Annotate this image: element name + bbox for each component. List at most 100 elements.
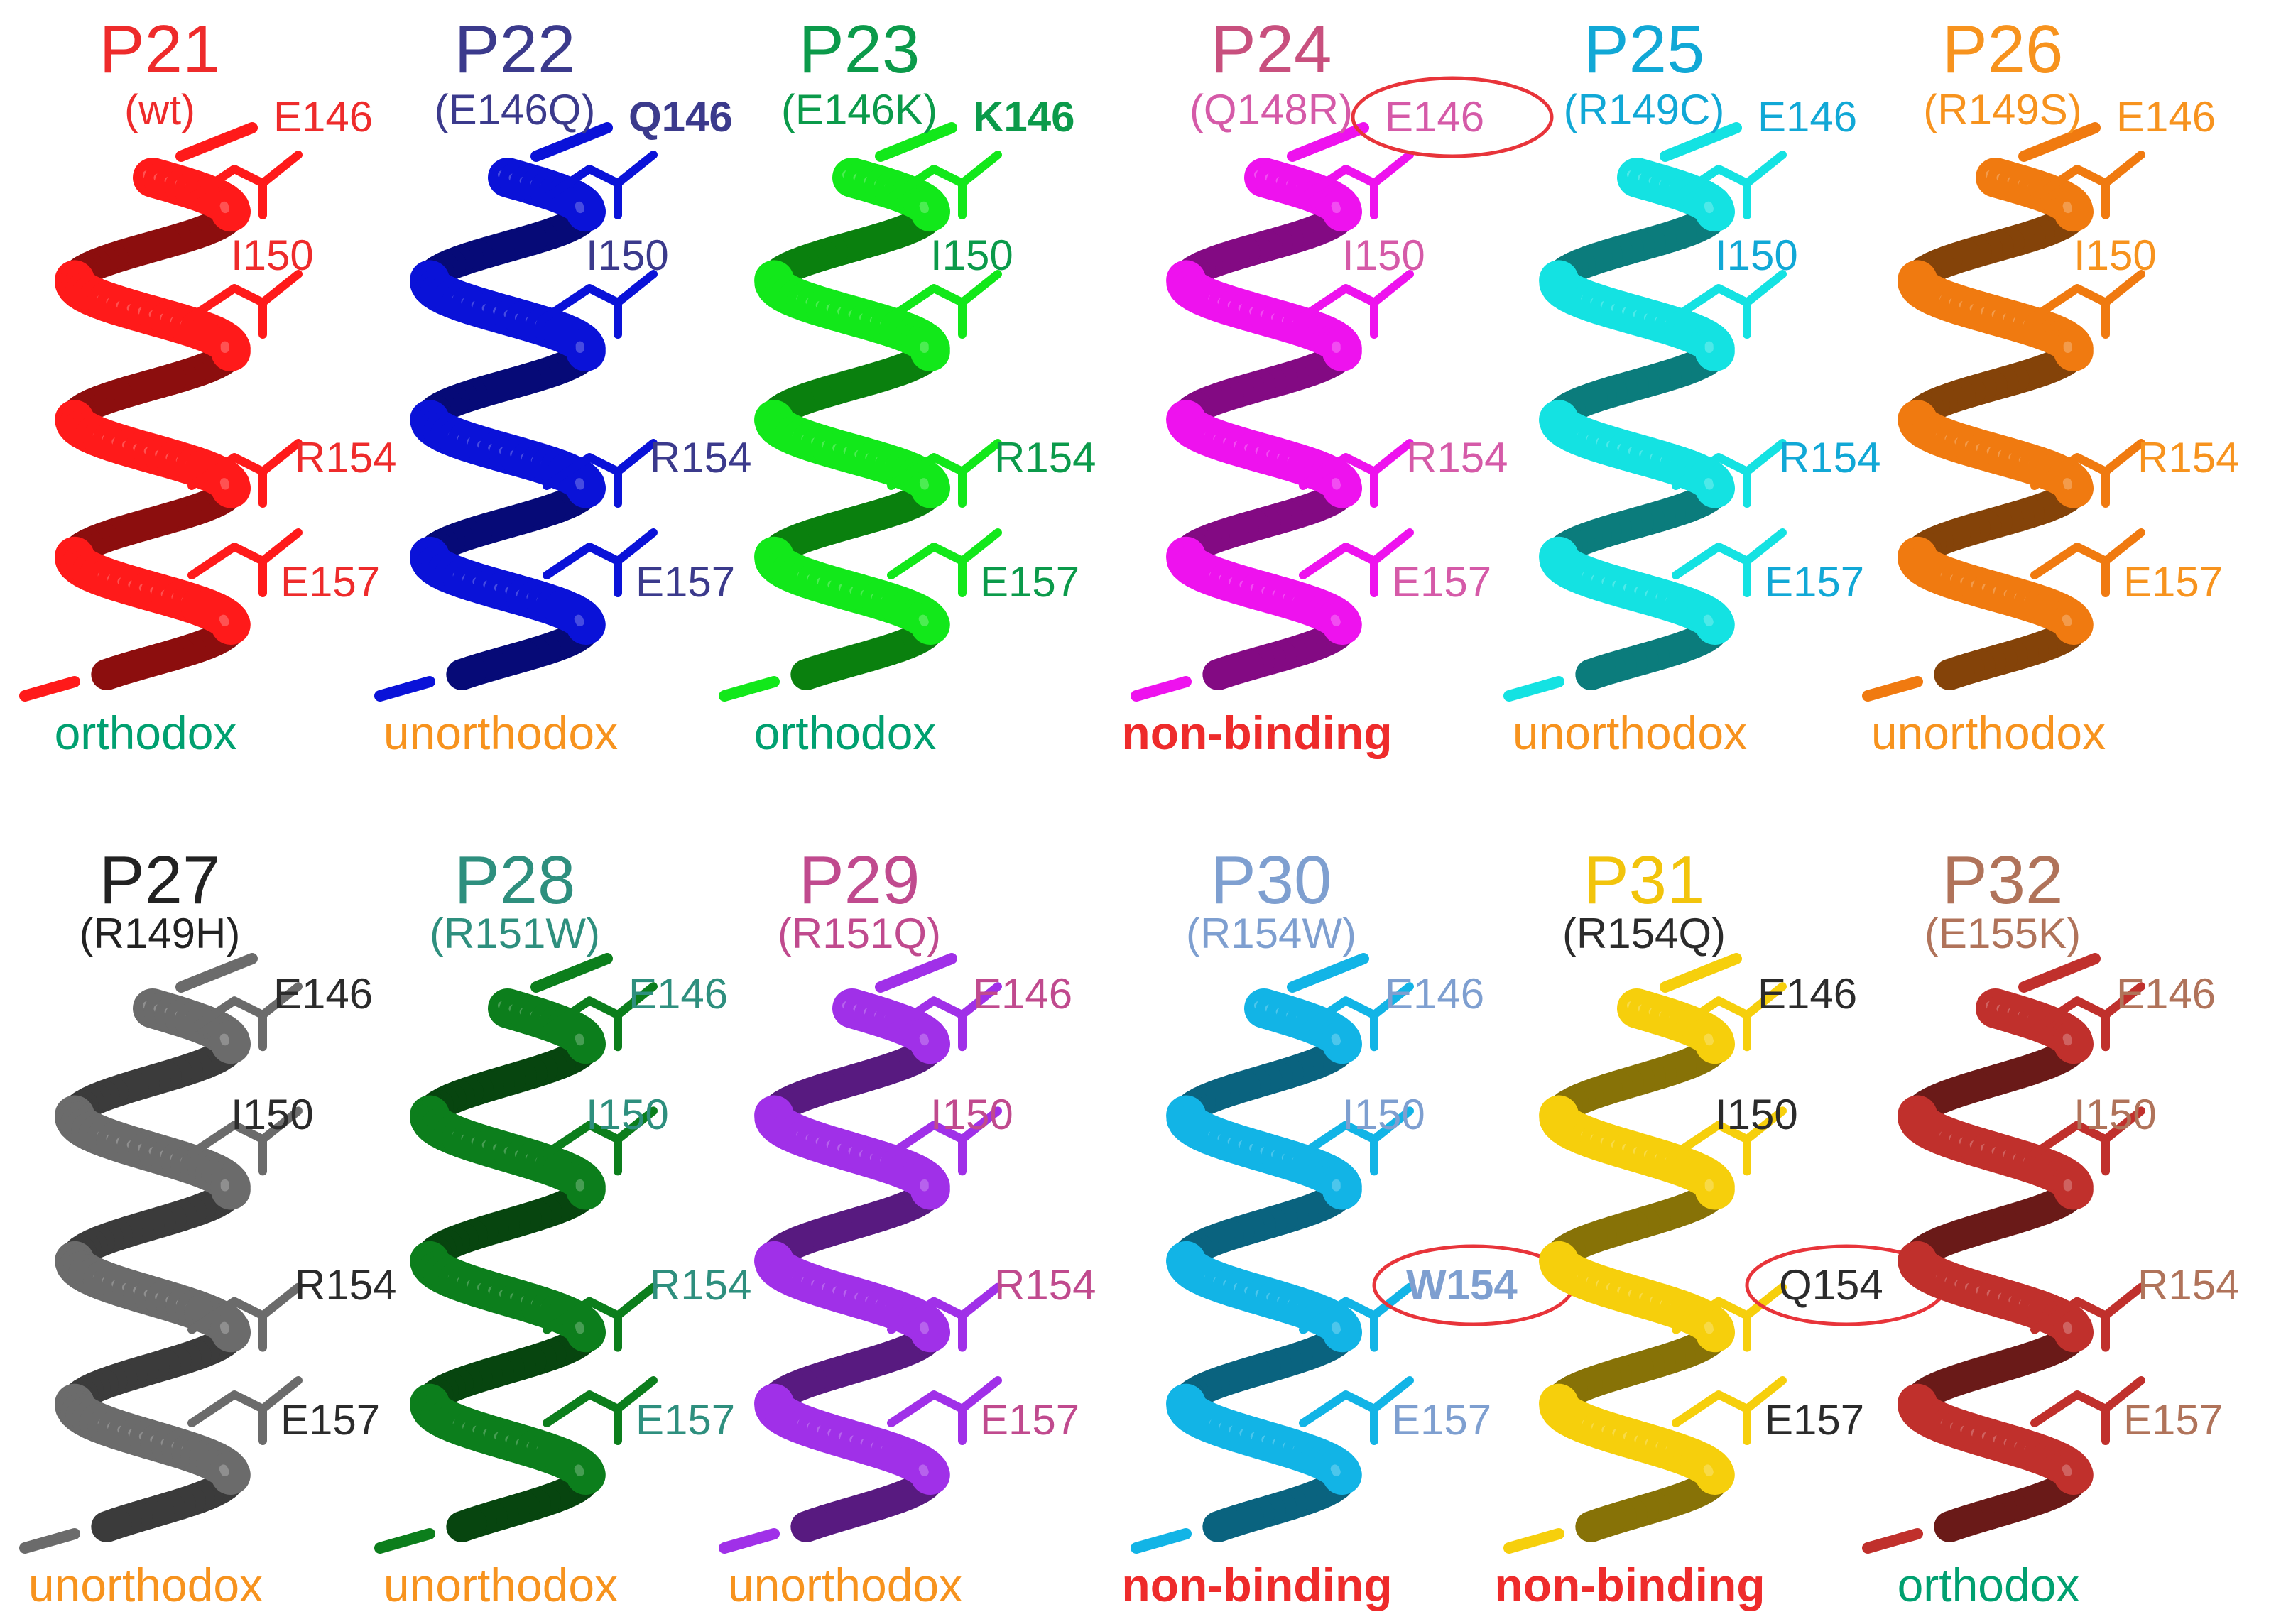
mutation-label: (Q148R) xyxy=(1190,86,1353,133)
helix-ribbon xyxy=(1503,953,1787,1554)
side-chain-stick xyxy=(187,1106,303,1176)
residue-label-r154: R154 xyxy=(2138,1261,2239,1309)
side-chain-stick xyxy=(187,151,303,219)
residue-label-r154: R154 xyxy=(650,434,751,481)
residue-label-e146: E146 xyxy=(273,970,373,1018)
residue-label-r154: R154 xyxy=(295,1261,396,1309)
residue-label-i150: I150 xyxy=(1342,231,1425,279)
mutation-label: (wt) xyxy=(124,86,195,133)
mutation-label: (R154Q) xyxy=(1562,910,1726,957)
side-chain-stick xyxy=(1672,982,1787,1052)
mutation-label: (R149S) xyxy=(1923,86,2081,133)
panel-id: P22 xyxy=(454,11,576,87)
mutation-label: (R154W) xyxy=(1186,910,1356,957)
residue-label-e157: E157 xyxy=(1392,1396,1491,1444)
residue-label-e157: E157 xyxy=(281,1396,380,1444)
residue-label-e146: E146 xyxy=(1758,970,1857,1018)
side-chain-stick xyxy=(1299,1376,1414,1445)
residue-label-i150: I150 xyxy=(586,231,669,279)
side-chain-stick xyxy=(1672,1106,1787,1176)
side-chain-stick xyxy=(887,439,1002,508)
panel-id: P26 xyxy=(1942,11,2064,87)
panel-id: P21 xyxy=(99,11,221,87)
side-chain-stick xyxy=(543,1282,658,1352)
side-chain-stick xyxy=(2030,1376,2145,1445)
residue-label-i150: I150 xyxy=(586,1091,669,1138)
residue-label-e157: E157 xyxy=(980,558,1079,606)
side-chain-stick xyxy=(1299,1106,1414,1176)
side-chain-stick xyxy=(1672,1282,1787,1352)
side-chain-stick xyxy=(2030,270,2145,339)
side-chain-stick xyxy=(1299,528,1414,597)
residue-label-e146: E146 xyxy=(973,970,1072,1018)
residue-label-e157: E157 xyxy=(1765,558,1864,606)
helix-ribbon xyxy=(374,953,658,1554)
mutation-label: (R151Q) xyxy=(778,910,941,957)
binding-class-label: unorthodox xyxy=(728,1559,962,1611)
side-chain-stick xyxy=(543,1376,658,1445)
helix-ribbon xyxy=(1131,122,1414,702)
residue-label-i150: I150 xyxy=(930,231,1013,279)
side-chain-stick xyxy=(1672,270,1787,339)
residue-label-e146: E146 xyxy=(1385,93,1484,141)
panel-id: P25 xyxy=(1584,11,1705,87)
residue-label-r154: R154 xyxy=(994,434,1096,481)
residue-label-i150: I150 xyxy=(1715,231,1798,279)
residue-label-e157: E157 xyxy=(980,1396,1079,1444)
side-chain-stick xyxy=(187,1376,303,1445)
binding-class-label: orthodox xyxy=(55,707,237,759)
residue-label-e146: E146 xyxy=(273,93,373,141)
binding-class-label: non-binding xyxy=(1121,1559,1392,1611)
side-chain-stick xyxy=(887,270,1002,339)
side-chain-stick xyxy=(1299,151,1414,219)
mutation-label: (E155K) xyxy=(1925,910,2081,957)
residue-label-r154: R154 xyxy=(295,434,396,481)
binding-class-label: non-binding xyxy=(1121,707,1392,759)
mutation-label: (R149H) xyxy=(80,910,241,957)
panel-id: P31 xyxy=(1584,842,1705,918)
side-chain-stick xyxy=(887,1106,1002,1176)
side-chain-stick xyxy=(543,151,658,219)
side-chain-stick xyxy=(187,528,303,597)
binding-class-label: unorthodox xyxy=(1513,707,1747,759)
side-chain-stick xyxy=(887,982,1002,1052)
residue-label-q154: Q154 xyxy=(1779,1261,1883,1309)
side-chain-stick xyxy=(187,270,303,339)
side-chain-stick xyxy=(2030,982,2145,1052)
side-chain-stick xyxy=(1672,151,1787,219)
side-chain-stick xyxy=(2030,1106,2145,1176)
residue-label-i150: I150 xyxy=(1342,1091,1425,1138)
residue-label-e157: E157 xyxy=(1765,1396,1864,1444)
panel-id: P28 xyxy=(454,842,576,918)
mutation-label: (R149C) xyxy=(1564,86,1725,133)
residue-label-i150: I150 xyxy=(231,231,314,279)
side-chain-stick xyxy=(187,439,303,508)
side-chain-stick xyxy=(543,982,658,1052)
helix-ribbon xyxy=(374,122,658,702)
side-chain-stick xyxy=(187,982,303,1052)
side-chain-stick xyxy=(2030,439,2145,508)
residue-label-i150: I150 xyxy=(2074,1091,2157,1138)
highlight-ring xyxy=(1351,76,1554,158)
residue-label-e146: E146 xyxy=(1758,93,1857,141)
residue-label-e157: E157 xyxy=(2123,1396,2223,1444)
panel-id: P24 xyxy=(1211,11,1332,87)
helix-ribbon xyxy=(19,122,303,702)
helix-ribbon xyxy=(719,953,1002,1554)
helix-ribbon xyxy=(1862,953,2145,1554)
mutation-label: (E146Q) xyxy=(435,86,596,133)
residue-label-e157: E157 xyxy=(281,558,380,606)
helix-ribbon xyxy=(1862,122,2145,702)
residue-label-i150: I150 xyxy=(1715,1091,1798,1138)
side-chain-stick xyxy=(887,151,1002,219)
mutation-label: (R151W) xyxy=(430,910,600,957)
